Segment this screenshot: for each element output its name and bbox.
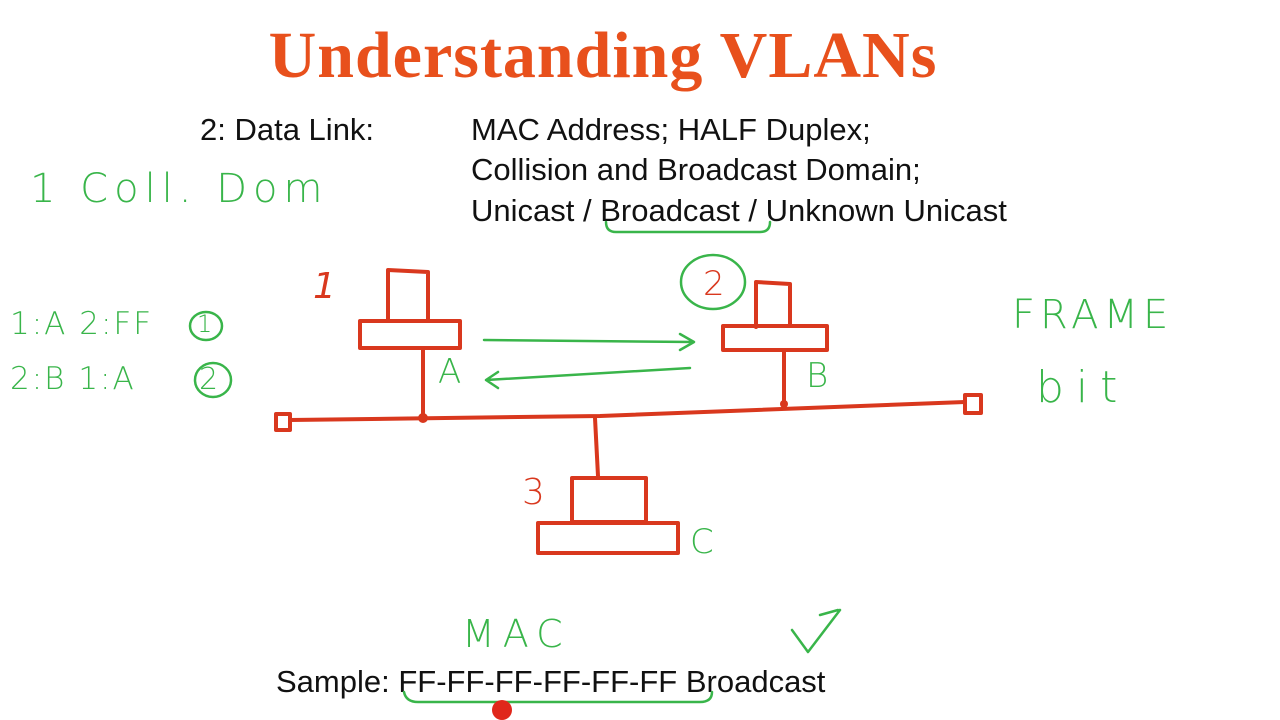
host-1-number: 1 xyxy=(313,266,336,307)
host-2-number: 2 xyxy=(703,264,725,304)
host-3-base xyxy=(536,521,680,555)
frame-arrow-left xyxy=(484,366,692,390)
bit-note: bit xyxy=(1036,362,1130,413)
bus-line xyxy=(288,400,967,422)
slide-title: Understanding VLANs xyxy=(268,19,938,92)
mac-table-row-1: 1:A 2:FF xyxy=(10,306,154,342)
frame-note: FRAME xyxy=(1012,292,1174,338)
collision-domain-note: 1 Coll. Dom xyxy=(30,166,329,212)
sample-line: Sample: FF-FF-FF-FF-FF-FF Broadcast xyxy=(276,664,825,700)
mac-table-row-1-number: 1 xyxy=(197,310,213,338)
checkmark-icon xyxy=(790,608,842,654)
host-3-link xyxy=(593,416,600,478)
mac-table-row-2-number: 2 xyxy=(199,362,219,397)
mac-underline xyxy=(402,690,714,704)
host-2-monitor xyxy=(754,280,792,329)
host-3-number: 3 xyxy=(522,472,545,513)
mac-note: MAC xyxy=(462,612,571,656)
host-2-base xyxy=(721,324,829,352)
row-2-circle xyxy=(193,361,233,399)
host-c-label: C xyxy=(690,522,714,562)
frame-arrow-right xyxy=(482,332,696,352)
text-line-2: Collision and Broadcast Domain; xyxy=(471,152,921,187)
host-b-connection-dot xyxy=(780,400,788,408)
text-line-3: Unicast / Broadcast / Unknown Unicast xyxy=(471,193,1007,228)
host-b-label: B xyxy=(806,356,829,396)
layer-label: 2: Data Link: xyxy=(200,112,375,147)
bus-terminator-left xyxy=(274,412,292,432)
pointer-cursor xyxy=(492,700,512,720)
host-1-base xyxy=(358,319,462,350)
host-a-label: A xyxy=(438,352,462,392)
host-2-circle xyxy=(679,253,747,311)
row-1-circle xyxy=(188,310,224,342)
host-3-monitor xyxy=(570,476,648,524)
host-a-connection-dot xyxy=(418,413,428,423)
sample-mac: FF-FF-FF-FF-FF-FF xyxy=(398,664,678,699)
broadcast-underline xyxy=(604,220,772,234)
sample-label: Sample: xyxy=(276,664,390,699)
text-line-1: MAC Address; HALF Duplex; xyxy=(471,112,871,147)
bus-terminator-right xyxy=(963,393,983,415)
host-1-monitor xyxy=(386,268,430,323)
sample-suffix: Broadcast xyxy=(685,664,826,699)
mac-table-row-2: 2:B 1:A xyxy=(10,361,136,397)
